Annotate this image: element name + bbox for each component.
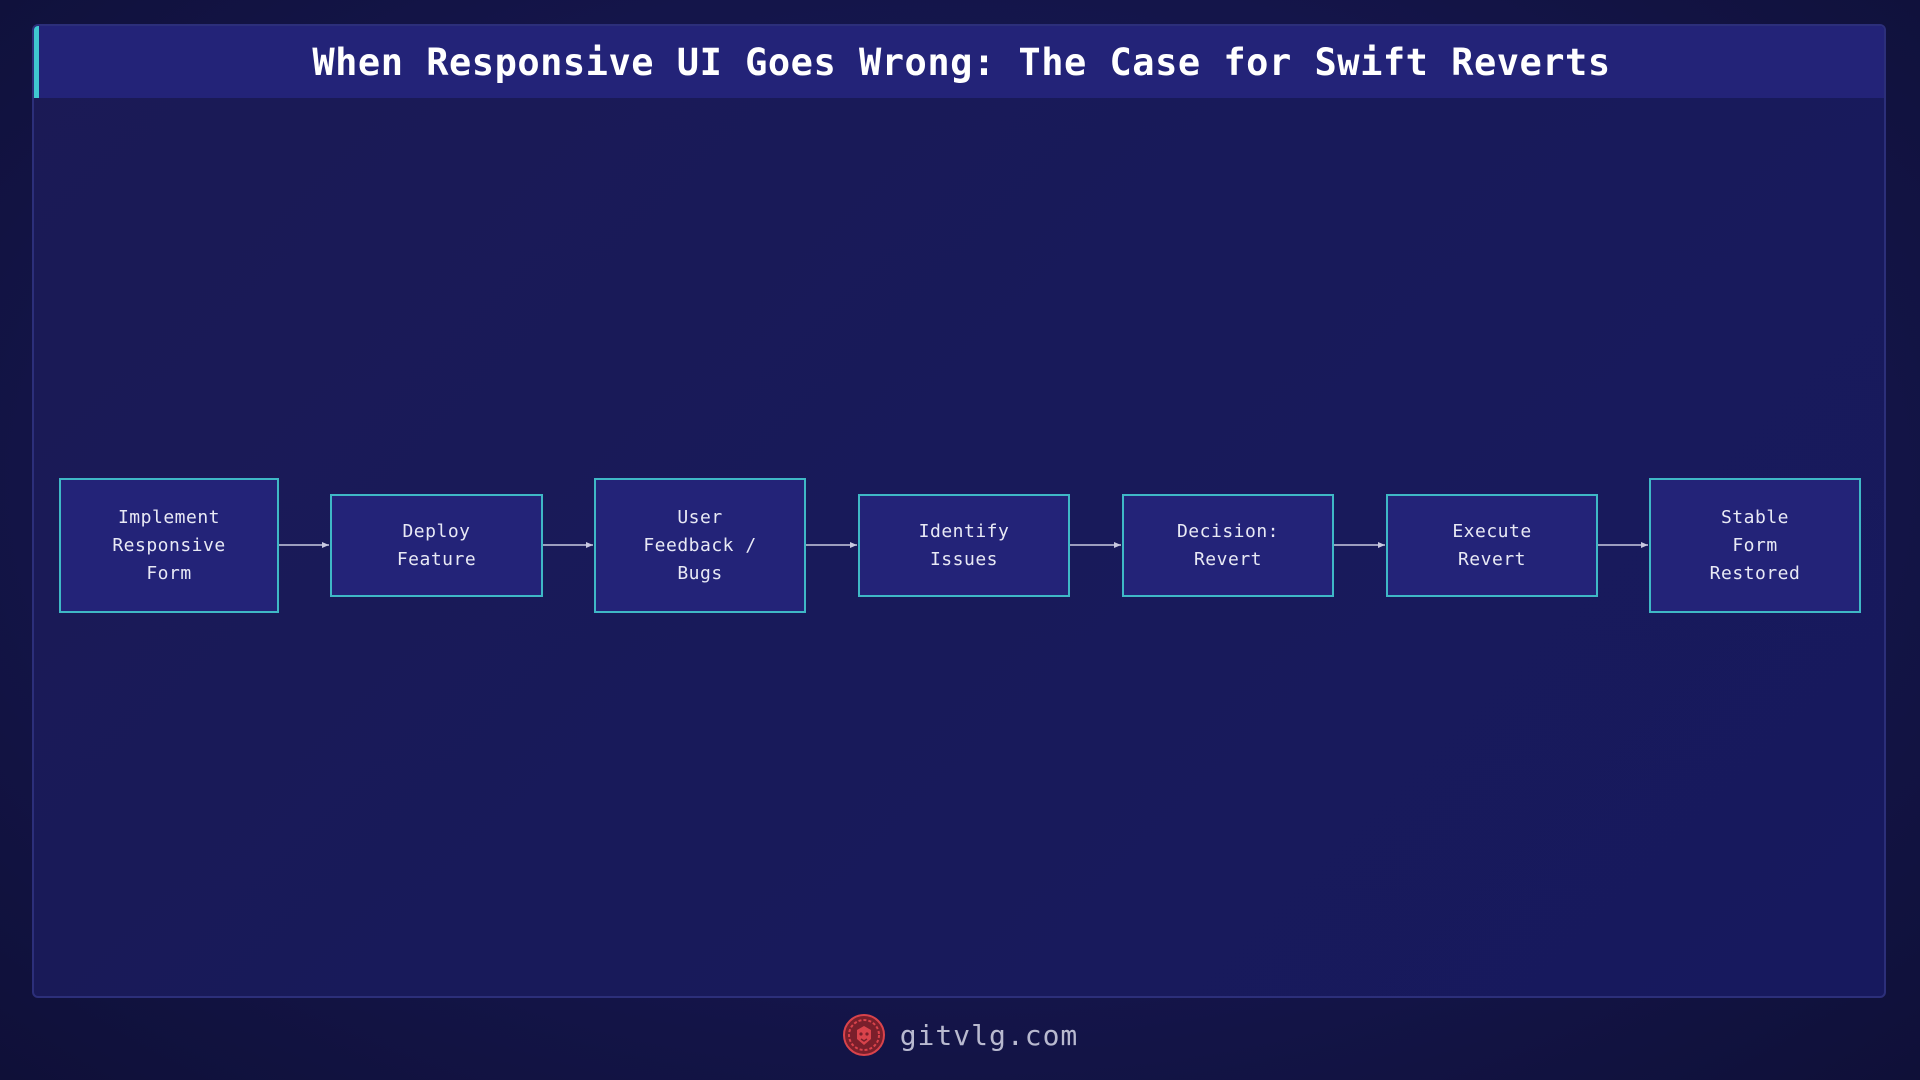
- lion-head-icon: [842, 1014, 885, 1056]
- flow-node-decision: Decision: Revert: [1122, 494, 1334, 597]
- flow-node-feedback: User Feedback / Bugs: [594, 478, 806, 613]
- flow-node-stable: Stable Form Restored: [1649, 478, 1861, 613]
- title-bar: When Responsive UI Goes Wrong: The Case …: [34, 26, 1884, 98]
- flow-node-identify: Identify Issues: [858, 494, 1070, 597]
- flow-node-implement: Implement Responsive Form: [59, 478, 279, 613]
- flow-node-execute: Execute Revert: [1386, 494, 1598, 597]
- page-title: When Responsive UI Goes Wrong: The Case …: [312, 40, 1611, 84]
- footer: gitvlg.com: [0, 1010, 1920, 1060]
- flow-node-deploy: Deploy Feature: [330, 494, 543, 597]
- site-url: gitvlg.com: [899, 1018, 1079, 1052]
